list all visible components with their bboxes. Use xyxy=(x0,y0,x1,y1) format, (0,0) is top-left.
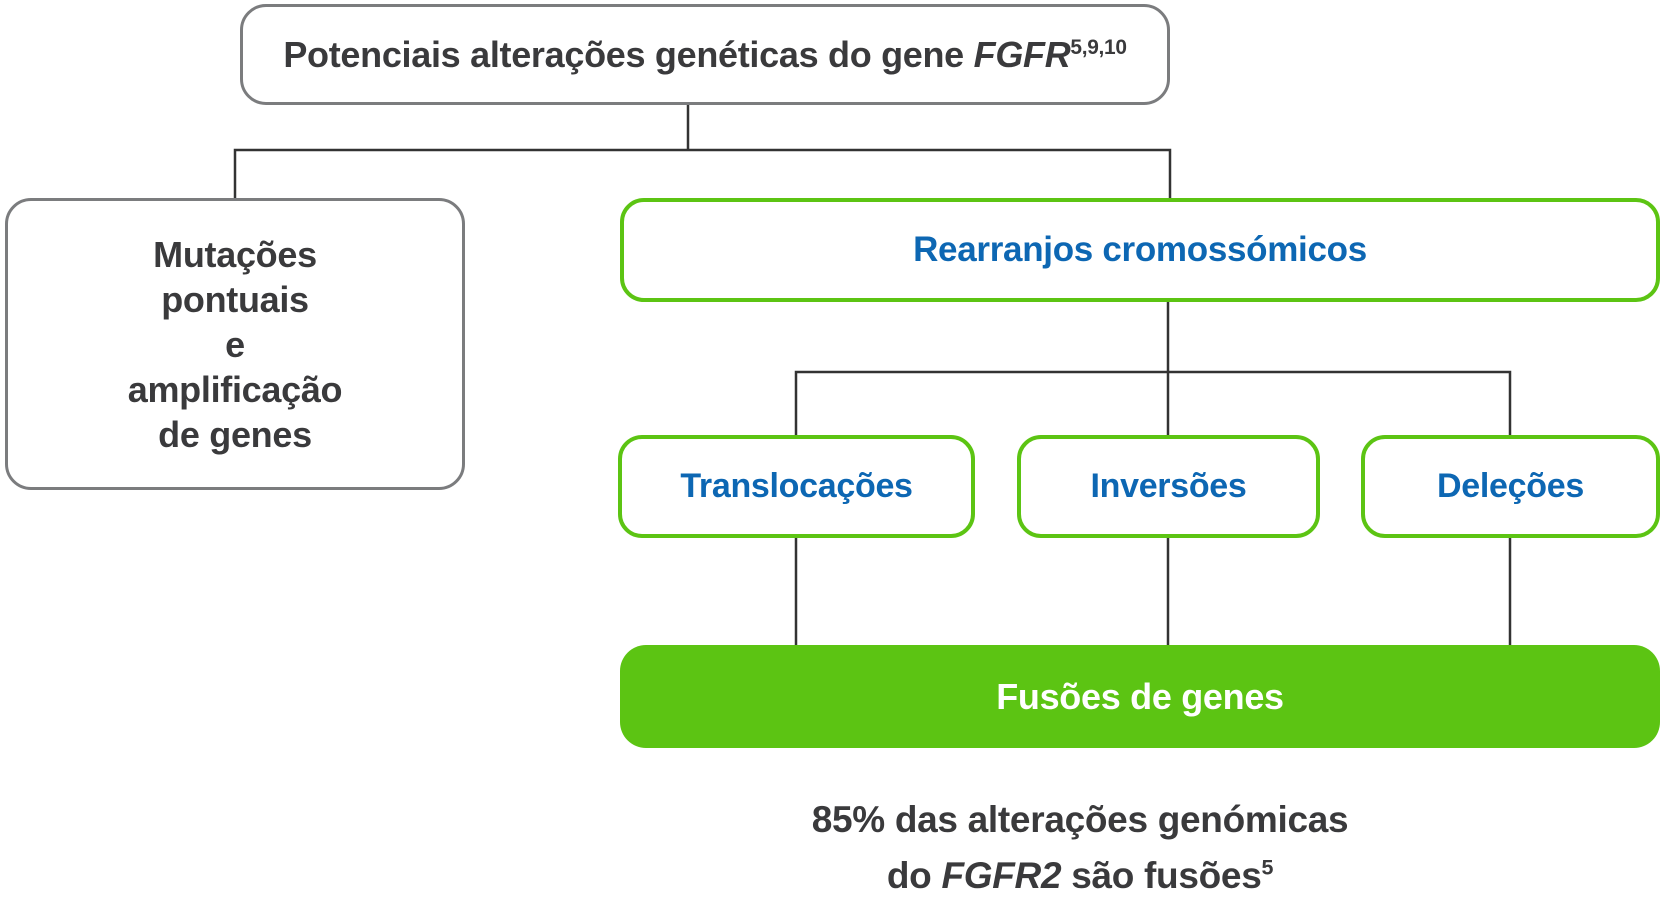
mutations-box: Mutações pontuais e amplificação de gene… xyxy=(5,198,465,490)
root-box: Potenciais alterações genéticas do gene … xyxy=(240,4,1170,105)
deletions-box: Deleções xyxy=(1361,435,1660,538)
mutations-line-1: Mutações xyxy=(153,233,317,275)
caption-line2-prefix: do xyxy=(886,855,942,896)
caption-reference-superscript: 5 xyxy=(1261,855,1274,880)
translocations-box: Translocações xyxy=(618,435,975,538)
statistic-caption-line-1: 85% das alterações genómicas xyxy=(811,799,1349,840)
statistic-caption: 85% das alterações genómicas do FGFR2 sã… xyxy=(620,792,1540,904)
inversions-label: Inversões xyxy=(1090,467,1247,505)
connector-row2-bracket xyxy=(794,370,1512,435)
mutations-line-2: pontuais xyxy=(161,278,309,320)
gene-fusions-box: Fusões de genes xyxy=(620,645,1660,748)
root-title: Potenciais alterações genéticas do gene … xyxy=(283,33,1127,76)
caption-gene-name: FGFR2 xyxy=(941,855,1062,896)
mutations-line-4: amplificação xyxy=(127,368,343,410)
statistic-caption-line-2: do FGFR2 são fusões5 xyxy=(620,848,1540,904)
mutations-line-3: e xyxy=(225,323,245,365)
gene-fusions-label: Fusões de genes xyxy=(996,675,1284,717)
caption-line2-suffix: são fusões xyxy=(1061,855,1262,896)
translocations-label: Translocações xyxy=(680,467,913,505)
rearrangements-box: Rearranjos cromossómicos xyxy=(620,198,1660,302)
deletions-label: Deleções xyxy=(1437,467,1584,505)
rearrangements-label: Rearranjos cromossómicos xyxy=(913,230,1367,269)
root-reference-superscript: 5,9,10 xyxy=(1070,35,1127,59)
root-title-text: Potenciais alterações genéticas do gene xyxy=(283,33,974,75)
inversions-box: Inversões xyxy=(1017,435,1320,538)
mutations-line-5: de genes xyxy=(158,413,312,455)
mutations-label: Mutações pontuais e amplificação de gene… xyxy=(128,232,343,457)
root-gene-name: FGFR xyxy=(973,33,1071,75)
connector-row1-bracket xyxy=(233,148,1172,198)
